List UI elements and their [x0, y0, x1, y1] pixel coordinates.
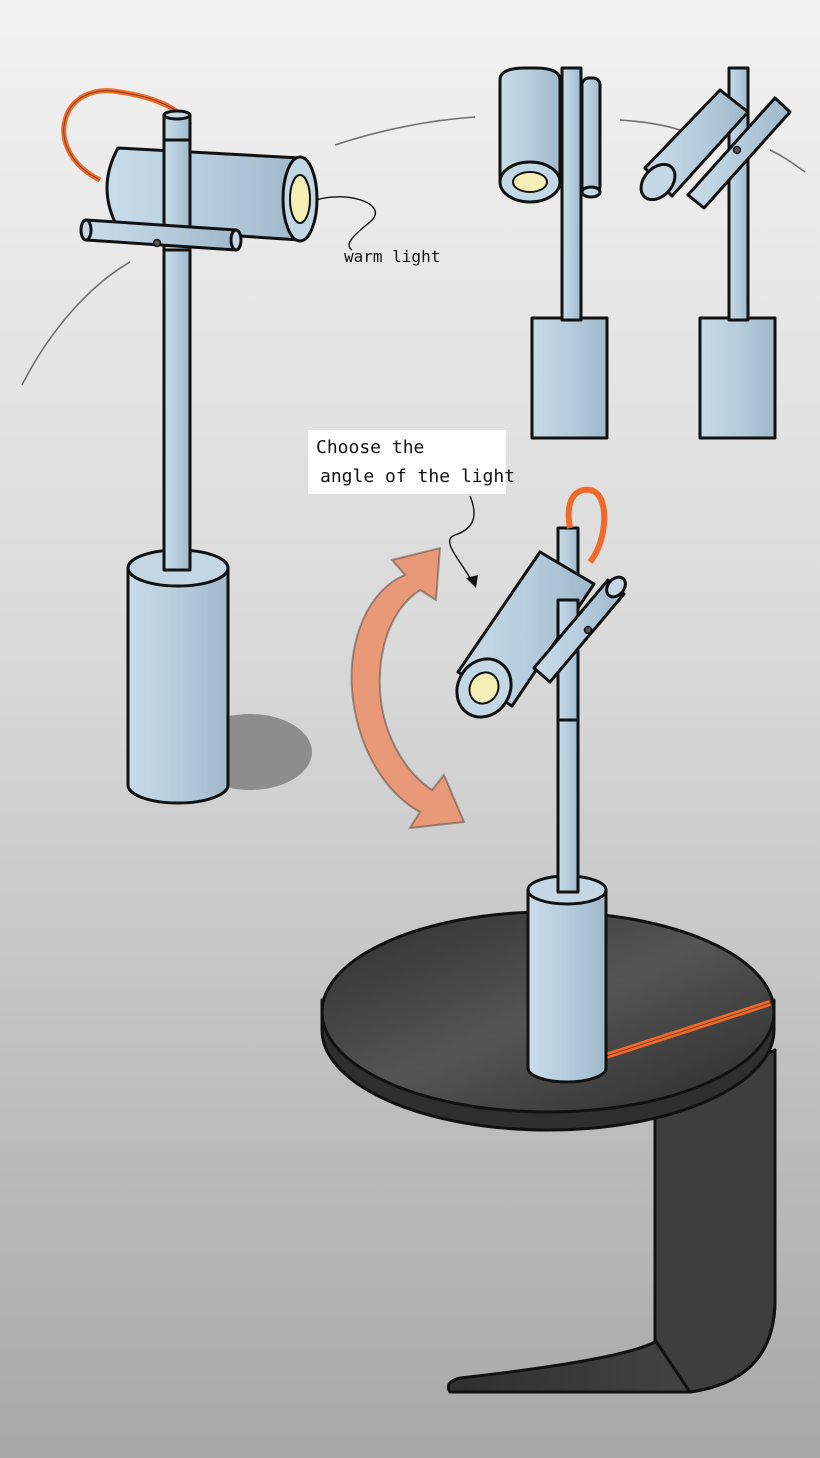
lamp-on-side-table [320, 486, 777, 1394]
angle-note-line2: angle of the light [320, 466, 515, 487]
rotation-arrow [350, 546, 466, 830]
warm-light-leader [315, 196, 377, 251]
warm-light-label: warm light [344, 247, 440, 266]
lamp-head-closeup-tilted [639, 66, 792, 440]
angle-note-arrowhead [466, 575, 478, 588]
lamp-front-view [61, 88, 319, 805]
lamp-head-closeup-upright [498, 66, 609, 440]
angle-note-box [308, 430, 506, 494]
orbit-arcs [21, 116, 806, 386]
angle-note: Choose the angle of the light [308, 430, 515, 588]
angle-note-line1: Choose the [316, 437, 424, 458]
angle-note-leader [448, 495, 475, 579]
